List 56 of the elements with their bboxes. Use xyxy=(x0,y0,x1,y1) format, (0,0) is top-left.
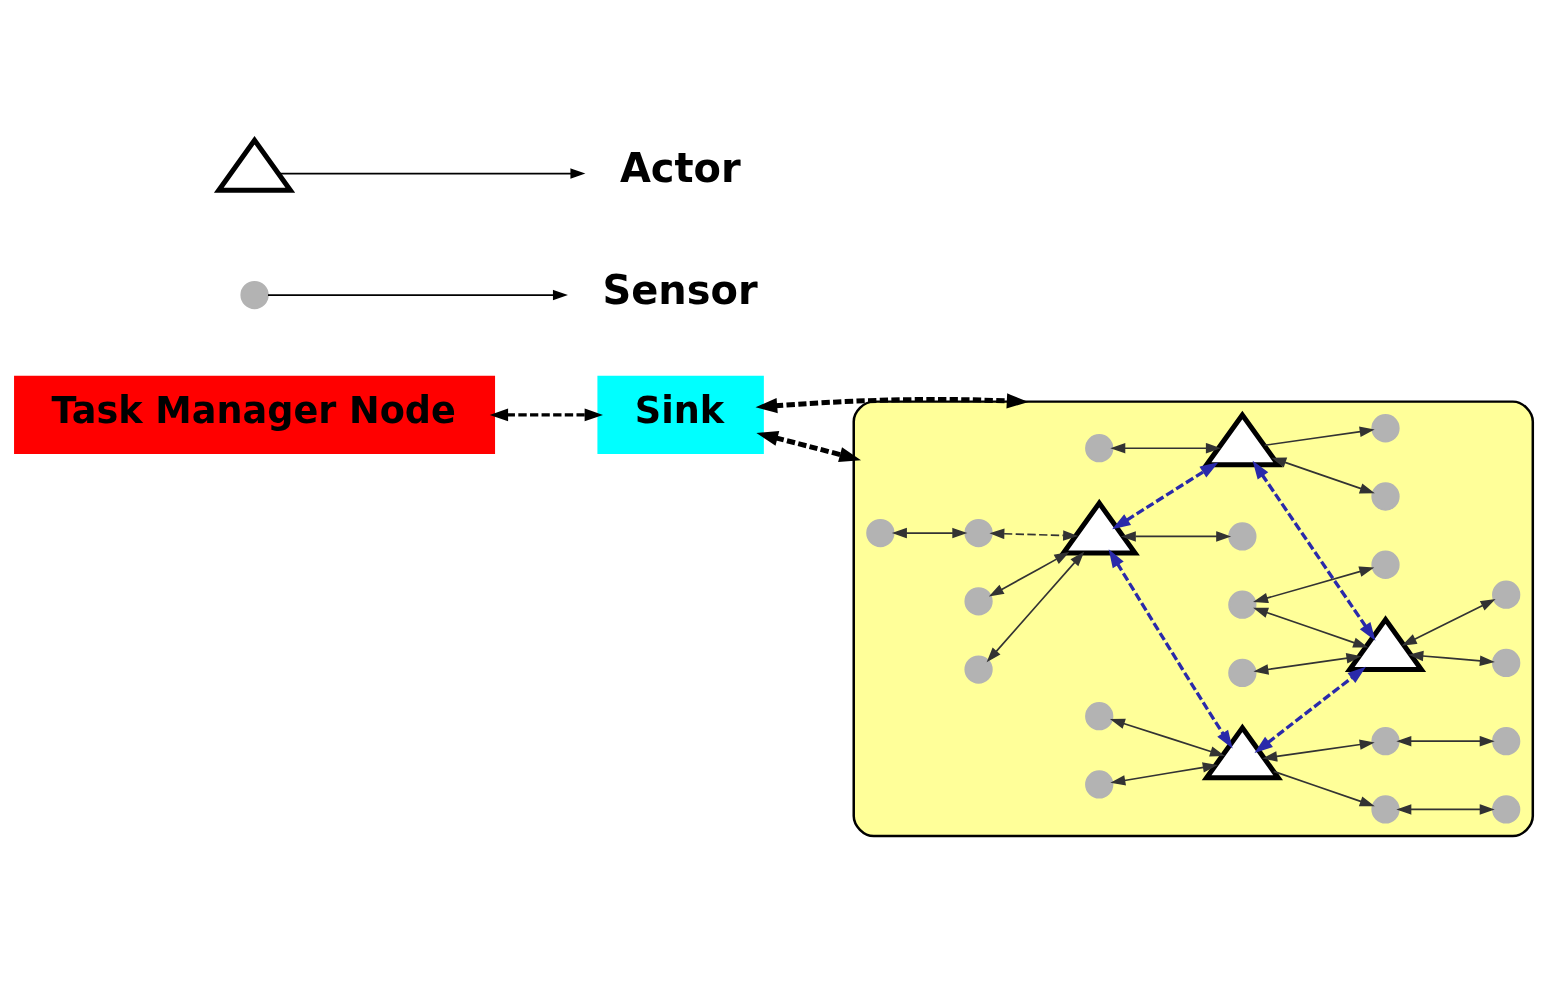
arrow xyxy=(989,528,1079,541)
node-circle xyxy=(1085,769,1114,799)
arrow xyxy=(1254,666,1366,753)
node-circle xyxy=(1085,433,1114,462)
node-circle xyxy=(1228,658,1257,687)
arrow xyxy=(1396,735,1495,746)
arrow xyxy=(1263,426,1375,446)
arrow xyxy=(1108,548,1233,749)
node-circle xyxy=(964,586,993,615)
node-circle xyxy=(1492,580,1521,609)
node-circle xyxy=(964,518,993,547)
cluster xyxy=(852,399,1535,837)
node-circle xyxy=(1371,550,1400,579)
node-circle xyxy=(1228,521,1257,551)
node-circle xyxy=(1228,590,1257,619)
arrow xyxy=(988,551,1070,597)
arrow xyxy=(1272,770,1375,806)
arrow xyxy=(1110,442,1221,453)
arrow xyxy=(1120,530,1232,542)
arrow xyxy=(267,289,568,300)
arrow xyxy=(891,527,968,538)
arrow xyxy=(1252,460,1376,641)
node-circle xyxy=(1492,726,1521,755)
arrow xyxy=(278,167,586,179)
arrow xyxy=(489,408,603,421)
arrow xyxy=(1253,652,1362,675)
arrow xyxy=(1262,738,1375,762)
node-circle xyxy=(1371,794,1400,824)
node-circle xyxy=(1371,726,1400,755)
node-circle xyxy=(1492,648,1521,677)
arrow xyxy=(1396,803,1495,815)
node-triangle xyxy=(213,135,296,193)
node-text: Sensor xyxy=(602,266,758,313)
arrow xyxy=(1253,566,1375,603)
node-box: Task Manager Node xyxy=(14,375,496,454)
node-triangle xyxy=(1201,410,1283,467)
arrow xyxy=(755,392,1029,413)
node-circle xyxy=(1371,413,1400,442)
arrow xyxy=(1109,718,1225,756)
node-text: Actor xyxy=(619,144,741,191)
node-box: Sink xyxy=(597,375,764,454)
arrow xyxy=(986,551,1085,662)
node-circle xyxy=(1492,794,1521,824)
arrow xyxy=(1271,457,1375,493)
arrow xyxy=(1112,461,1219,529)
node-circle xyxy=(964,654,993,684)
node-circle xyxy=(240,280,269,309)
arrow xyxy=(756,430,862,462)
arrow xyxy=(1253,607,1369,648)
node-circle xyxy=(866,518,895,547)
arrow xyxy=(1401,598,1496,646)
node-circle xyxy=(1371,481,1400,511)
arrow xyxy=(1110,761,1218,786)
node-triangle xyxy=(1058,498,1140,556)
arrow xyxy=(1408,650,1495,666)
node-circle xyxy=(1085,701,1114,730)
